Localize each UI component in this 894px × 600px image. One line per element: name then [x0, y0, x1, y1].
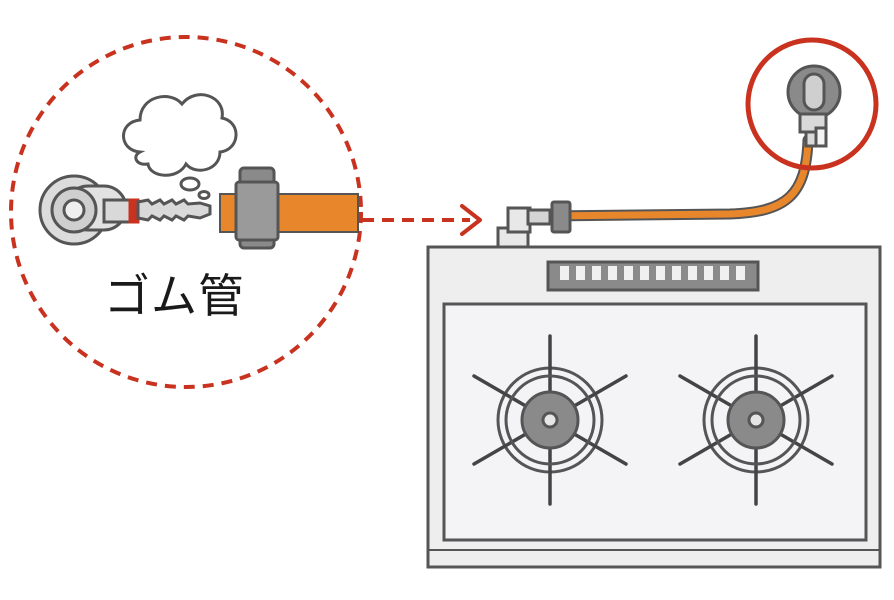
wall-gas-valve-icon	[786, 64, 842, 148]
stove-inlet-fitting	[496, 200, 572, 250]
stove-vent-grille	[546, 260, 760, 292]
callout-label: ゴム管	[104, 269, 245, 323]
burner-icon-right	[678, 334, 834, 506]
burner-icon-left	[472, 334, 628, 506]
smoke-cloud-icon	[122, 93, 238, 200]
gas-valve-icon	[38, 174, 212, 246]
valve-highlight-circle	[745, 37, 879, 171]
gas-stove-icon	[426, 245, 882, 569]
arrow-right-icon	[362, 204, 482, 236]
callout-dashed-circle	[9, 35, 363, 389]
hose-clamp-icon	[234, 166, 280, 250]
callout-group: ゴム管	[9, 35, 363, 389]
gas-supply-hose	[540, 134, 814, 222]
